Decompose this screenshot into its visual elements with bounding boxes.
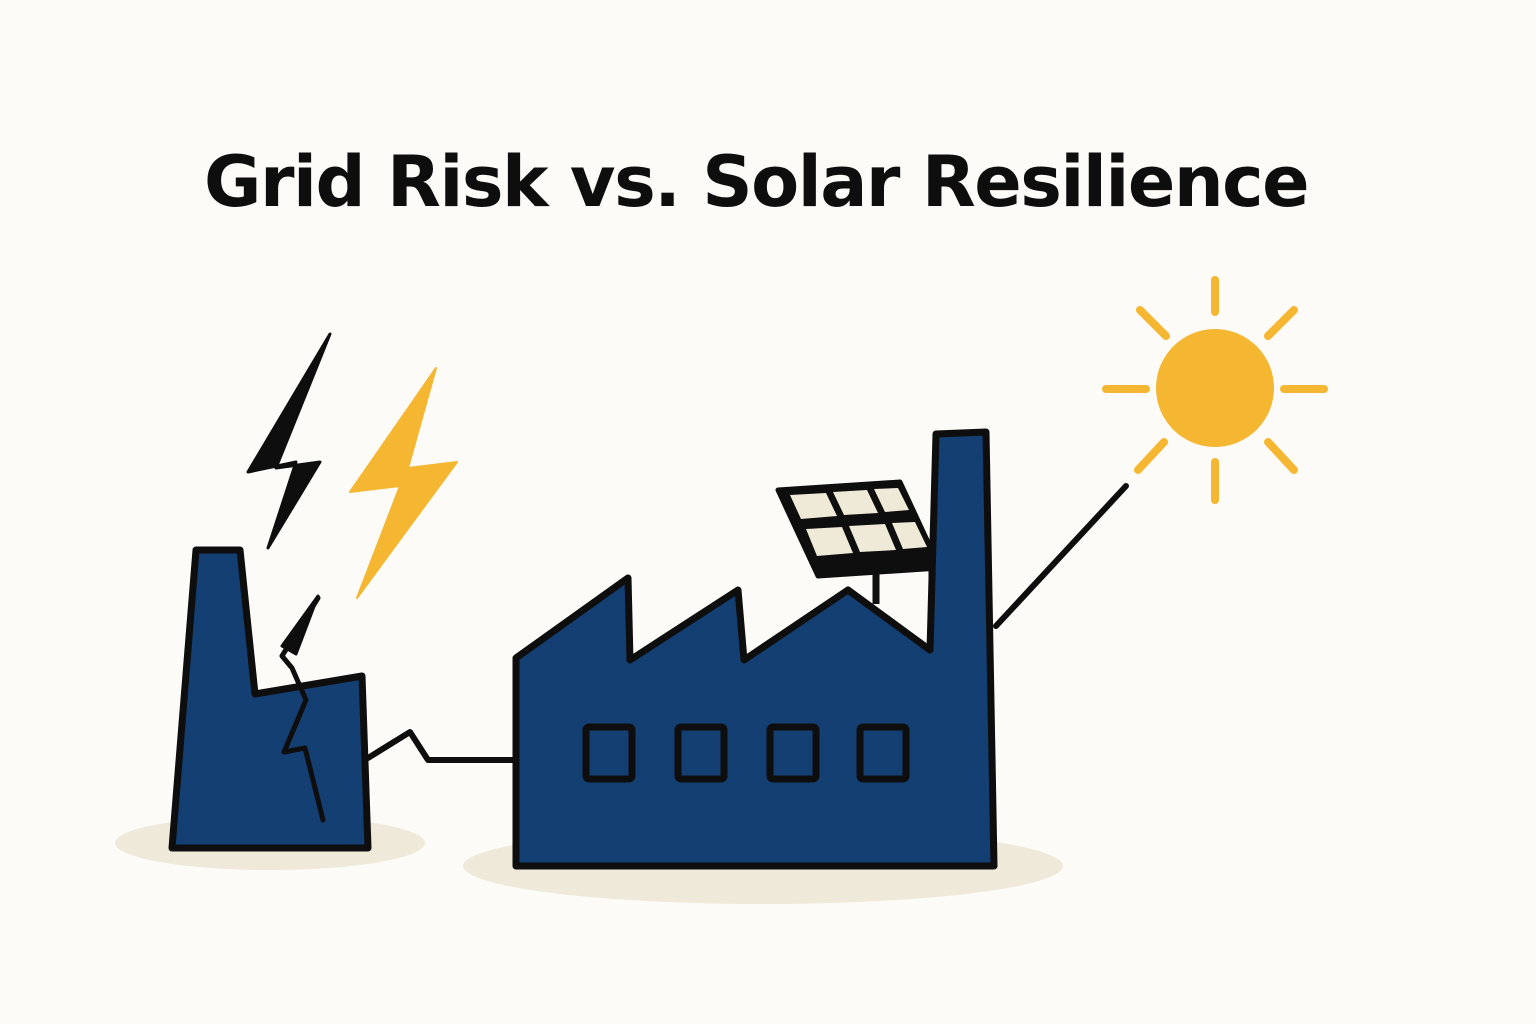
- sun-icon: [1102, 276, 1328, 504]
- grid-power-line: [365, 729, 519, 763]
- yellow-lightning-icon: [349, 367, 458, 599]
- factory-window-3: [766, 723, 820, 783]
- factory-window-4: [856, 723, 910, 783]
- factory-window-1: [582, 723, 636, 783]
- solar-factory-icon: [512, 428, 998, 870]
- factory-window-2: [674, 723, 728, 783]
- falling-shard: [280, 594, 320, 656]
- solar-connection-line: [993, 483, 1129, 629]
- crack-line: [279, 595, 326, 823]
- solar-panel-icon: [775, 479, 943, 620]
- damaged-factory-icon: [168, 546, 372, 852]
- diagram-title: Grid Risk vs. Solar Resilience: [204, 141, 1310, 223]
- black-lightning-icon: [246, 332, 332, 550]
